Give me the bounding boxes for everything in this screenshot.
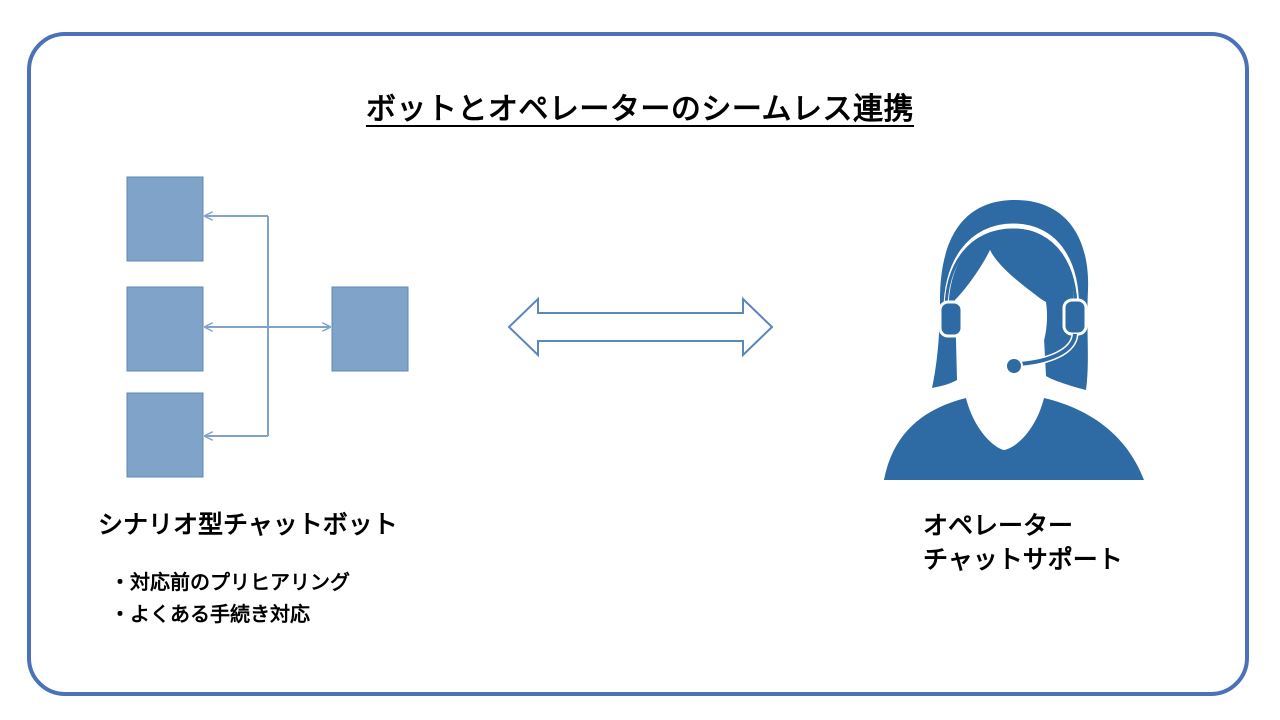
page-title: ボットとオペレーターのシームレス連携: [365, 92, 915, 127]
scenario-box-start: [331, 286, 409, 372]
scenario-box-top: [126, 176, 204, 262]
chatbot-bullet-prehearing: ・対応前のプリヒアリング: [110, 570, 350, 594]
scenario-box-bottom: [126, 392, 204, 478]
operator-headset-icon: [884, 200, 1144, 480]
chat-support-label: チャットサポート: [923, 545, 1123, 574]
scenario-connectors: [205, 216, 330, 436]
chatbot-bullet-procedures: ・よくある手続き対応: [110, 602, 310, 626]
scenario-box-middle: [126, 286, 204, 372]
double-arrow-icon: [507, 296, 774, 358]
diagram-frame: [27, 32, 1249, 696]
operator-label: オペレーター: [923, 511, 1074, 540]
chatbot-label: シナリオ型チャットボット: [98, 510, 398, 539]
